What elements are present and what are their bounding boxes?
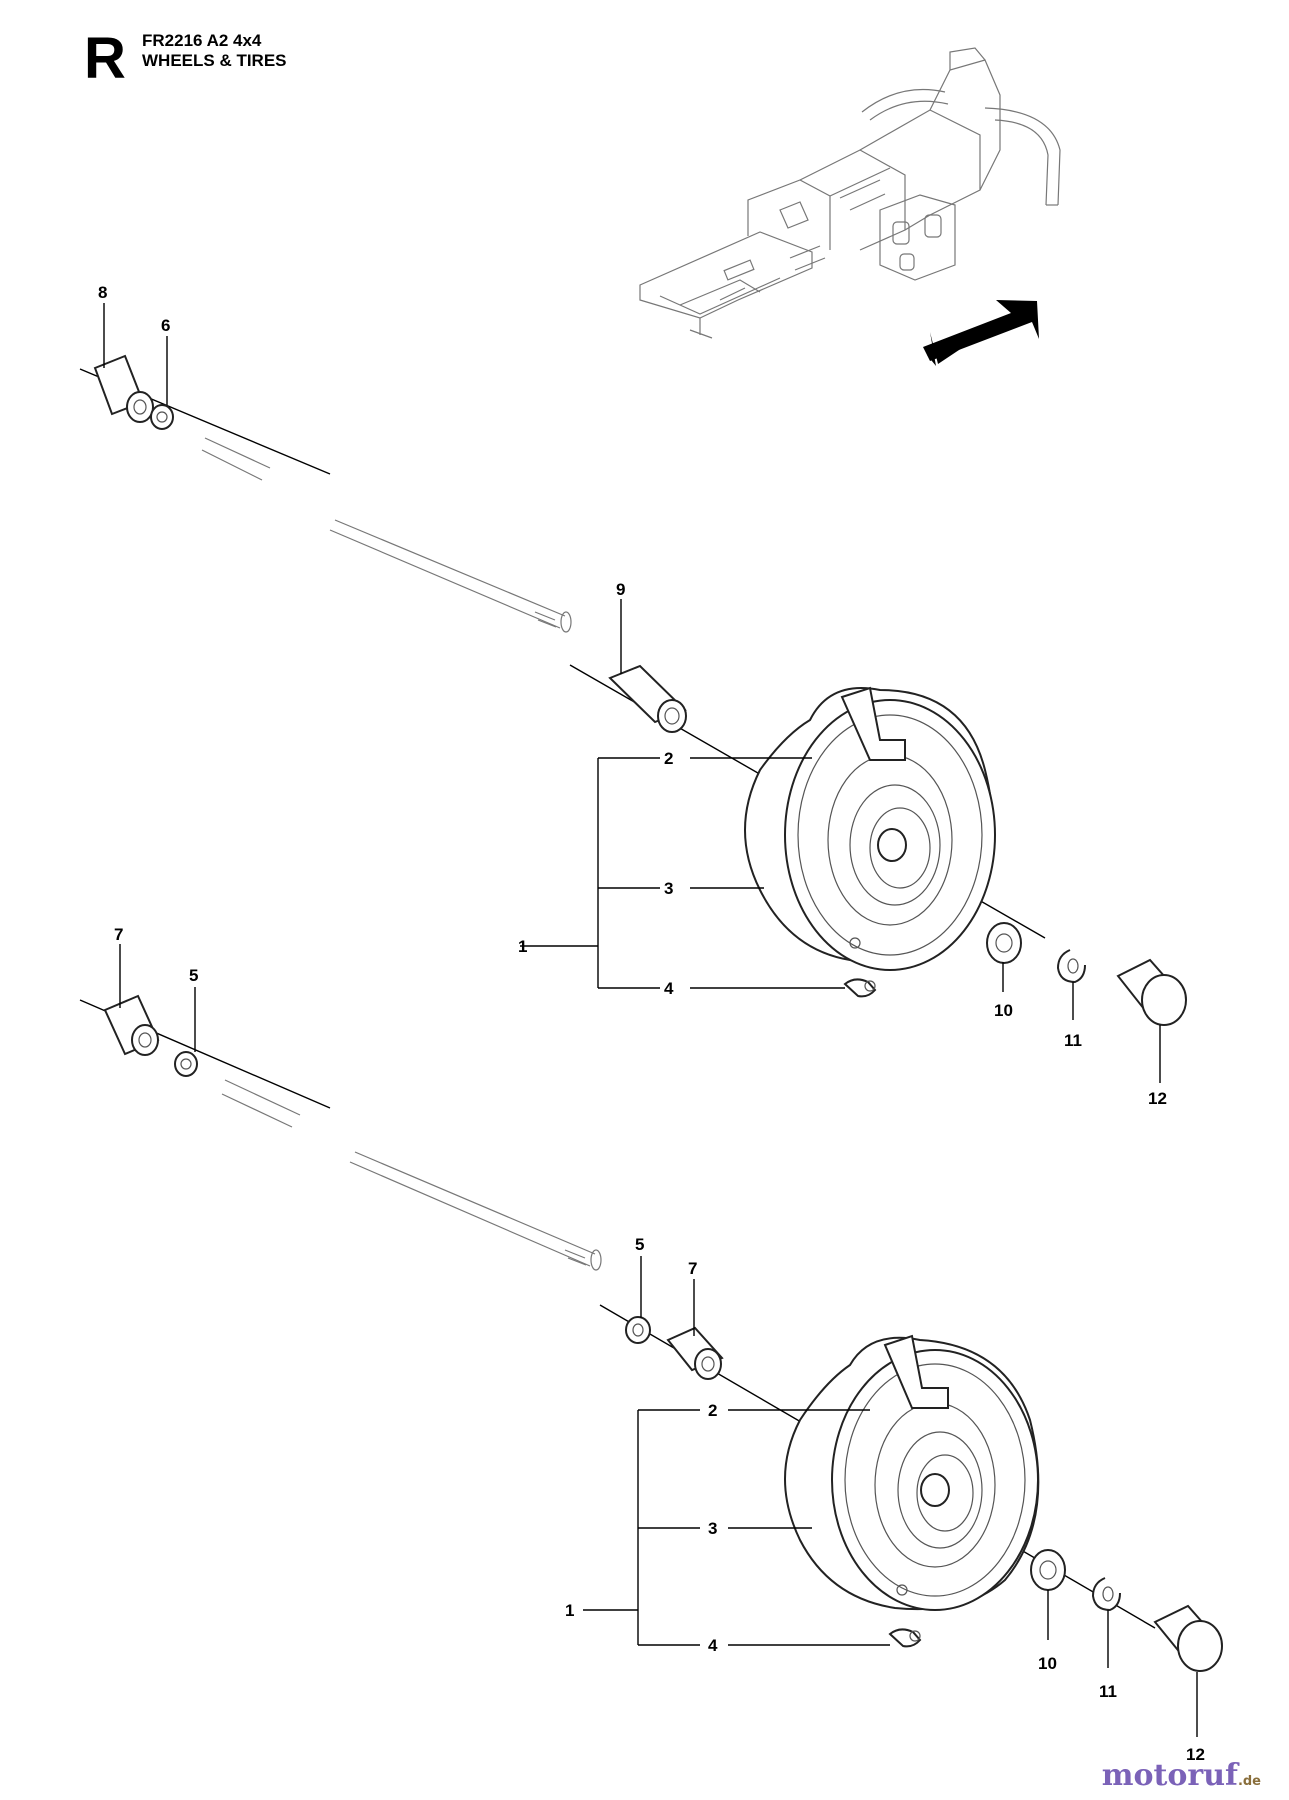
- callout-12: 12: [1148, 1089, 1167, 1108]
- direction-arrow-icon: [923, 300, 1039, 366]
- bushing-part: [93, 354, 154, 423]
- bushing-part: [103, 994, 160, 1056]
- watermark-name: motoruf: [1101, 1758, 1238, 1793]
- axle-shaft: [201, 437, 572, 633]
- callout-8: 8: [98, 283, 107, 302]
- wheel-assembly: [744, 686, 996, 971]
- clip-part: [1091, 1577, 1121, 1612]
- callout-4: 4: [708, 1636, 718, 1655]
- hubcap-part: [1116, 958, 1187, 1026]
- callout-4: 4: [664, 979, 674, 998]
- callout-7: 7: [114, 925, 123, 944]
- axle-shaft: [221, 1079, 602, 1271]
- callout-9: 9: [616, 580, 625, 599]
- callout-11: 11: [1064, 1031, 1082, 1050]
- callout-2: 2: [708, 1401, 717, 1420]
- washer-part-10: [1030, 1549, 1066, 1591]
- washer-part-10: [986, 922, 1022, 964]
- callout-1: 1: [565, 1601, 574, 1620]
- callout-3: 3: [708, 1519, 717, 1538]
- callout-10: 10: [1038, 1654, 1057, 1673]
- hubcap-part: [1153, 1604, 1223, 1672]
- spacer-part: [608, 664, 687, 733]
- clip-part: [1056, 949, 1086, 984]
- callout-12: 12: [1186, 1745, 1205, 1764]
- wheel-assembly: [784, 1334, 1040, 1611]
- section-title: WHEELS & TIRES: [142, 51, 287, 70]
- watermark-tld: .de: [1237, 1774, 1261, 1789]
- washer-part: [150, 404, 174, 430]
- upper-assembly: [79, 303, 1187, 1083]
- callout-labels: 8 6 9 1 2 3 4 10 11 12 7 5 5 7 1 2 3 4 1…: [98, 283, 1205, 1764]
- model-name: FR2216 A2 4x4: [142, 31, 262, 50]
- callout-5-inner: 5: [635, 1235, 644, 1254]
- callout-6: 6: [161, 316, 170, 335]
- spacer-part-inner: [666, 1326, 724, 1380]
- callout-5: 5: [189, 966, 198, 985]
- callout-10: 10: [994, 1001, 1013, 1020]
- callout-11: 11: [1099, 1682, 1117, 1701]
- frame-overview-icon: [639, 47, 1061, 339]
- washer-part-inner: [625, 1316, 651, 1344]
- callout-3: 3: [664, 879, 673, 898]
- watermark-logo: motoruf.de: [1102, 1758, 1261, 1793]
- callout-2: 2: [664, 749, 673, 768]
- callout-7-inner: 7: [688, 1259, 697, 1278]
- callout-1: 1: [518, 937, 527, 956]
- washer-part: [174, 1051, 198, 1077]
- lower-assembly: [79, 944, 1223, 1737]
- valve-part: [843, 978, 877, 998]
- valve-part: [888, 1628, 922, 1648]
- section-letter: R: [84, 26, 126, 91]
